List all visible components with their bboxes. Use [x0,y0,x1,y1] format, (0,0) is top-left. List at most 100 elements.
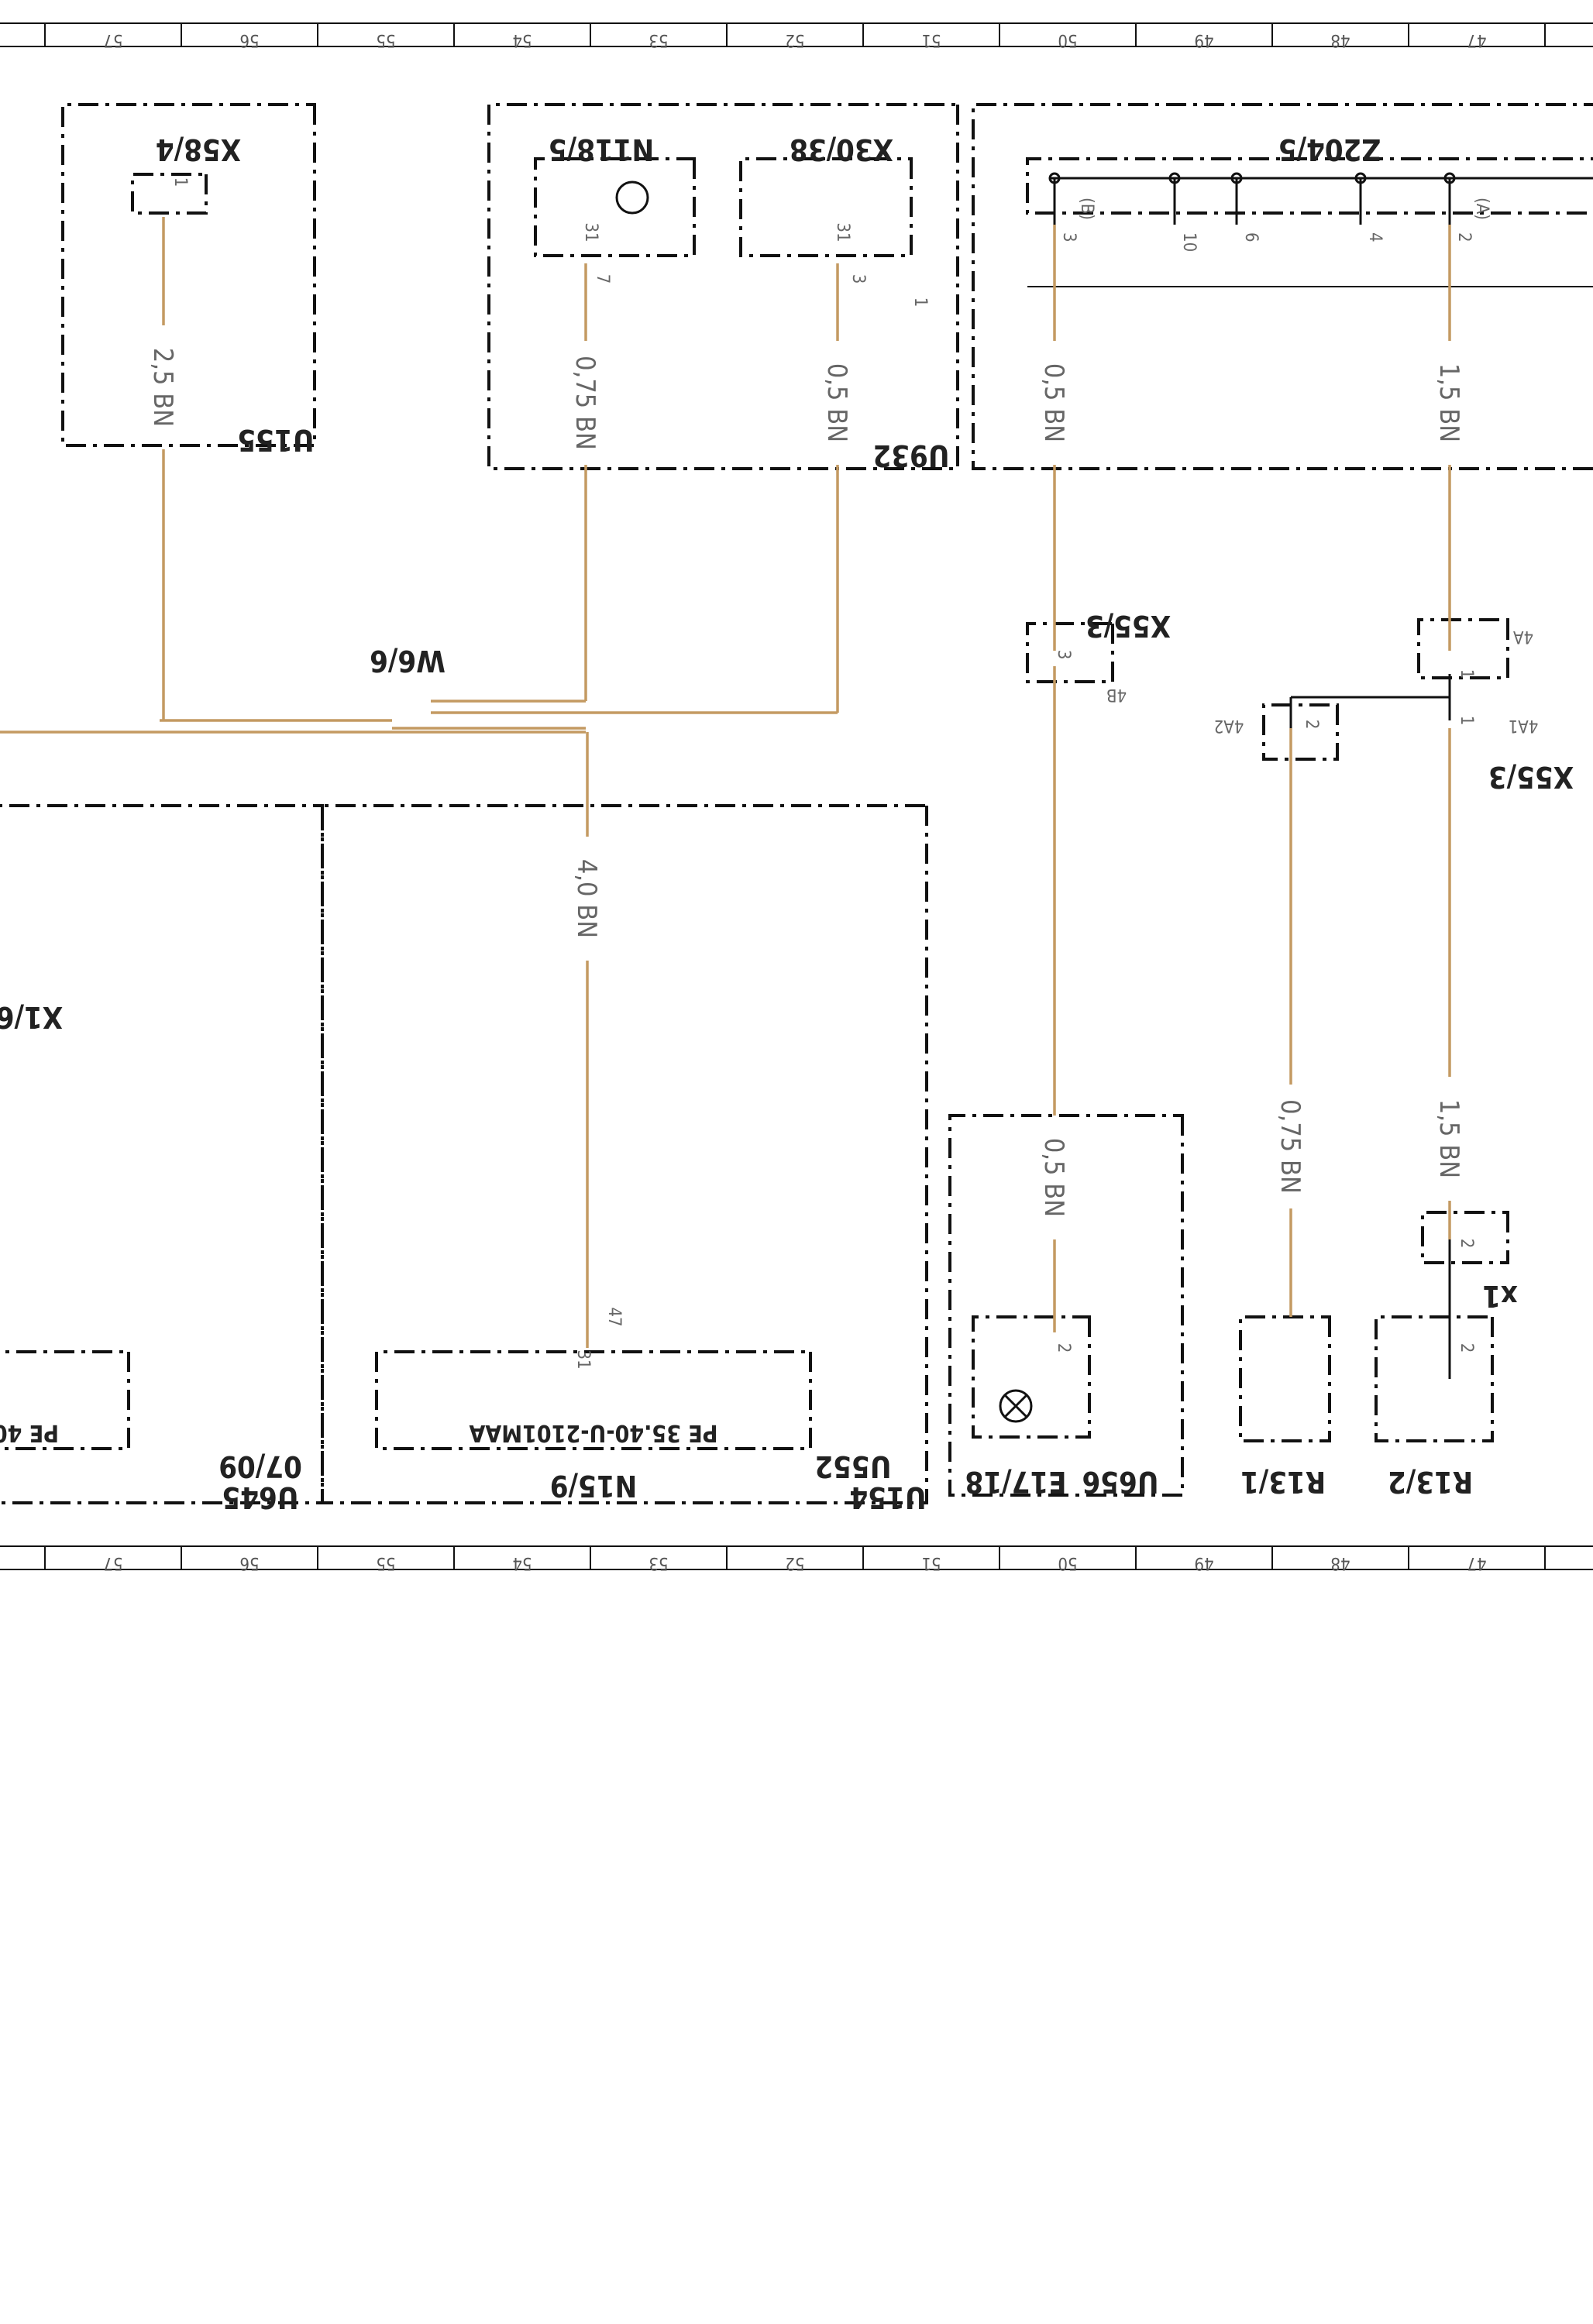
n15-pin-31: 31 [573,1349,593,1369]
ruler-number-right: 51 [921,1553,941,1573]
x55-3a-name-4a: 4A [1512,627,1533,646]
x55-3a-name-4a1: 4A1 [1509,716,1539,735]
ruler-number-left: 53 [649,30,668,50]
ruler-number-right: 50 [1058,1553,1077,1573]
x1-label: x1 [1482,1279,1518,1313]
u645-label: U645 [222,1480,298,1514]
r13-2-label: R13/2 [1388,1465,1473,1499]
ruler-number-left: 54 [512,30,532,50]
part-box-x55-3a [1417,618,1509,679]
n15-9-part: PE 35.40-U-2101MAA [469,1419,717,1446]
ruler-number-right: 53 [649,1553,668,1573]
part-box-x58-4 [131,173,208,215]
u552-label: U552 [814,1449,891,1483]
x58-pin: 1 [170,177,190,187]
wire-z204-a-label: 1,5 BN [1433,363,1464,442]
x1-pin: 2 [1457,1239,1476,1249]
wire-x58-label: 2,5 BN [147,348,178,427]
ruler-number-left: 48 [1330,30,1350,50]
ruler-number-right: 55 [376,1553,395,1573]
part-box-z204 [1026,157,1593,215]
ruler-number-left: 55 [376,30,395,50]
ruler-number-left: 47 [1467,30,1486,50]
part-box-x55-3b [1026,622,1114,683]
part-box-x30-38 [739,157,913,257]
ruler-number-left: 56 [239,30,259,50]
wire-x1-in-label: 1,5 BN [1433,1099,1464,1178]
n118-pin-31: 31 [581,222,600,242]
x30-pin-3: 3 [848,274,868,284]
ruler-number-right: 48 [1330,1553,1350,1573]
ruler-number-right: 54 [512,1553,532,1573]
part-box-x55-3a-2 [1262,703,1339,761]
x55-3a-pin-3: 2 [1302,720,1321,730]
n118-pin-7: 7 [593,274,612,284]
ruler-number-right: 52 [785,1553,804,1573]
x55-3a-pin-1: 1 [1457,669,1476,679]
u154-label: U154 [849,1480,926,1514]
ruler-number-right: 57 [103,1553,122,1573]
part-box-n118-5 [534,157,696,257]
ruler-number-left: 49 [1194,30,1213,50]
z204-junction [1230,172,1243,184]
ruler-number-left: 51 [921,30,941,50]
ruler-number-right: 56 [239,1553,259,1573]
x55-3a-label: X55/3 [1488,760,1574,794]
z204-junction [1168,172,1181,184]
lamp-icon [999,1389,1033,1423]
part-box-x1 [1421,1211,1509,1264]
z204-pin-number: 6 [1241,232,1261,242]
module-box-u552 [321,804,928,1504]
wire-n15-label: 4,0 BN [571,859,602,938]
part-box-n15-9 [375,1350,812,1450]
wire-e17-label: 0,5 BN [1038,1138,1069,1217]
z204-label: Z204/5 [1278,132,1381,167]
n88-part: PE 40.15-U-2101MAC [0,1419,59,1446]
z204-junction [1048,172,1061,184]
e17-18-label: E17/18 [965,1465,1067,1499]
n15-pin-47: 47 [604,1307,624,1326]
z204-pin-name-b: (B) [1077,198,1096,220]
part-box-r13-1 [1239,1315,1331,1442]
x55-3b-label: X55/3 [1086,609,1171,643]
x30-38-label: X30/38 [790,132,893,167]
n118-5-label: N118/5 [549,132,654,167]
x1-60-label: X1/60 [0,1000,63,1034]
n15-9-label: N15/9 [550,1469,637,1503]
ruler-number-left: 57 [103,30,122,50]
x55-3a-name-4a2: 4A2 [1214,716,1244,735]
wire-x30-label: 0,5 BN [821,363,852,442]
transistor-icon [615,180,649,215]
e17-pin: 2 [1054,1343,1073,1353]
wire-n118-label: 0,75 BN [569,356,600,450]
u656-label: U656 [1082,1465,1158,1499]
z204-pin-name-a: (A) [1472,198,1492,220]
w6-6-label: W6/6 [370,644,446,678]
x55-3b-pin: 3 [1054,650,1073,660]
z204-pin-number: 4 [1365,232,1385,242]
u645-sub: 07/09 [218,1449,302,1483]
module-box-z204 [972,103,1593,470]
part-box-r13-2 [1375,1315,1494,1442]
ruler-number-right: 49 [1194,1553,1213,1573]
z204-junction [1354,172,1367,184]
z204-pin-number: 3 [1059,232,1079,242]
u155-label: U155 [237,423,314,457]
part-box-n88 [0,1350,130,1450]
wire-z204-b-label: 0,5 BN [1038,363,1069,442]
wire-r13-1-label: 0,75 BN [1275,1099,1306,1194]
module-box-u932 [487,103,959,470]
module-box-u656 [948,1114,1184,1497]
part-box-e17-18 [972,1315,1091,1439]
r13-1-label: R13/1 [1240,1465,1326,1499]
x30-pin-31: 31 [833,222,852,242]
lamp-icon-x [1003,1394,1028,1418]
z204-pin-number: 10 [1179,232,1199,252]
ruler-number-right: 47 [1467,1553,1486,1573]
r13-2-pin: 2 [1457,1343,1476,1353]
x30-pin-1: 1 [910,297,930,308]
x55-3a-pin-2: 1 [1457,716,1476,726]
x55-3b-name: 4B [1106,685,1127,704]
u932-label: U932 [872,438,949,473]
